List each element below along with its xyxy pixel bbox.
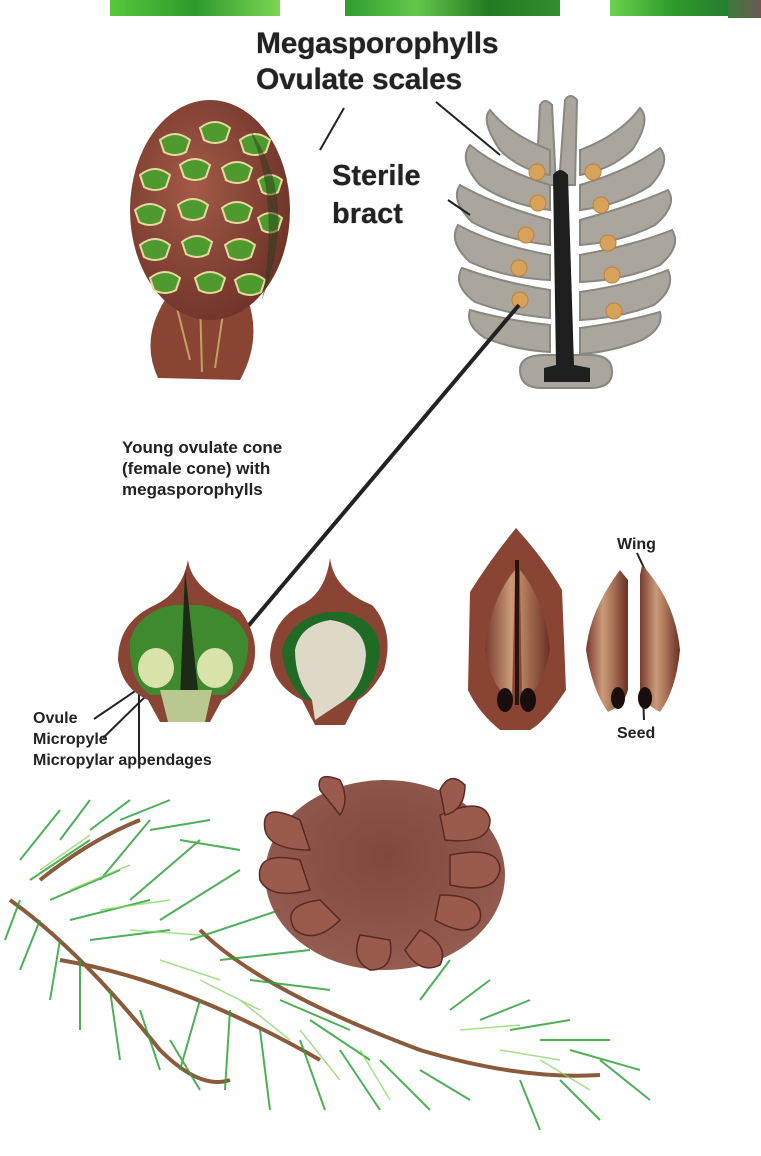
title-megasporophylls: Megasporophylls <box>256 27 499 60</box>
label-young-cone-line2: (female cone) with <box>122 459 271 478</box>
top-green-strip-1 <box>110 0 280 16</box>
label-micropylar-appendages: Micropylar appendages <box>33 752 212 769</box>
young-ovulate-cone-illustration <box>130 100 290 380</box>
seed-scale-illustration <box>468 528 566 730</box>
top-green-strip-3 <box>610 0 735 16</box>
label-wing: Wing <box>617 536 656 553</box>
megasporophyll-back-view-illustration <box>270 558 388 725</box>
pine-branch-illustration <box>4 775 651 1131</box>
top-green-strip-2 <box>345 0 560 16</box>
title-ovulate-scales: Ovulate scales <box>256 63 462 96</box>
megasporophyll-with-ovules-illustration <box>118 560 256 722</box>
cone-longitudinal-section-illustration <box>454 95 676 389</box>
label-young-cone-line3: megasporophylls <box>122 480 263 499</box>
pine-cone-illustration <box>258 775 505 971</box>
label-sterile: Sterile <box>332 160 421 192</box>
winged-seeds-illustration <box>586 565 680 712</box>
label-micropyle: Micropyle <box>33 731 108 748</box>
label-bract: bract <box>332 198 403 230</box>
label-young-cone-line1: Young ovulate cone <box>122 438 283 457</box>
label-seed: Seed <box>617 725 656 742</box>
top-bark-strip <box>728 0 761 18</box>
label-ovule: Ovule <box>33 710 78 727</box>
